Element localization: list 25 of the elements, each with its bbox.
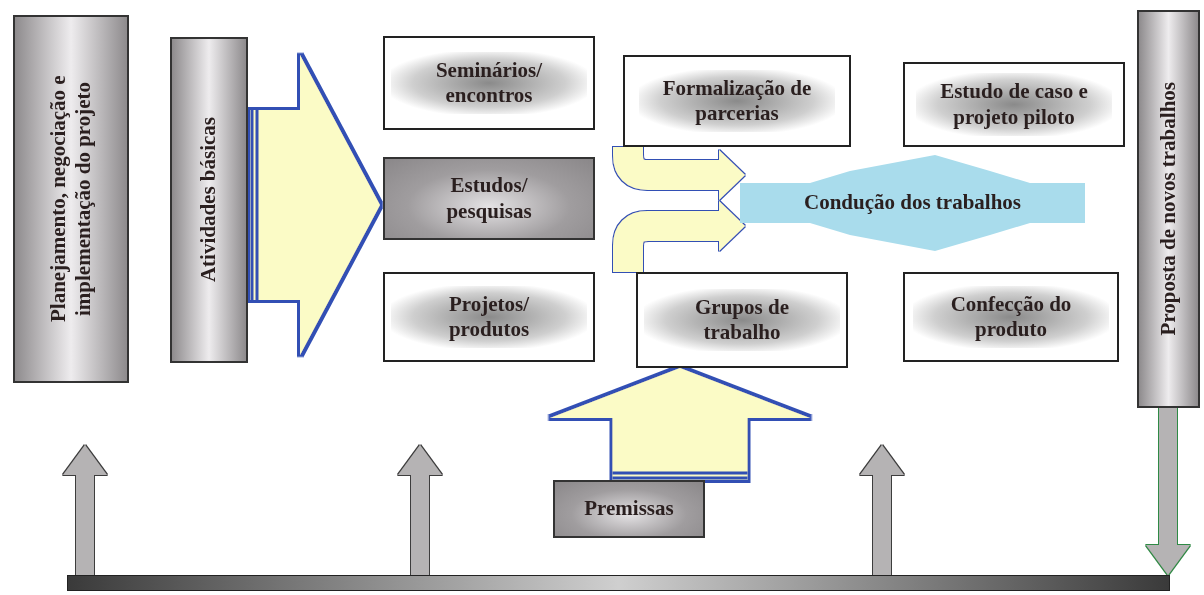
box-label: Planejamento, negociação e implementação do projeto (45, 74, 96, 325)
box-label: Confecção do produto (913, 285, 1109, 349)
box-label: Proposta de novos trabalhos (1155, 82, 1181, 336)
process-box (623, 55, 851, 147)
box-label: Projetos/ produtos (391, 285, 587, 349)
box-label: Premissas (584, 496, 674, 522)
double-arrow-band (740, 153, 1085, 253)
process-box (13, 15, 129, 383)
process-box (383, 272, 595, 362)
process-box (170, 37, 248, 363)
box-label: Formalização de parcerias (639, 69, 835, 133)
process-box (553, 480, 705, 538)
box-label: Grupos de trabalho (644, 288, 840, 352)
process-box (1137, 10, 1200, 408)
process-box (903, 62, 1125, 147)
process-box (383, 157, 595, 240)
box-label: Condução dos trabalhos (803, 190, 1022, 216)
box-label: Atividades básicas (196, 117, 222, 283)
process-box (636, 272, 848, 368)
process-box (903, 272, 1119, 362)
box-label: Seminários/ encontros (391, 51, 587, 115)
box-label: Estudos/ pesquisas (445, 173, 533, 224)
box-label: Estudo de caso e projeto piloto (916, 73, 1112, 136)
base-bar (67, 575, 1170, 591)
process-box (383, 36, 595, 130)
